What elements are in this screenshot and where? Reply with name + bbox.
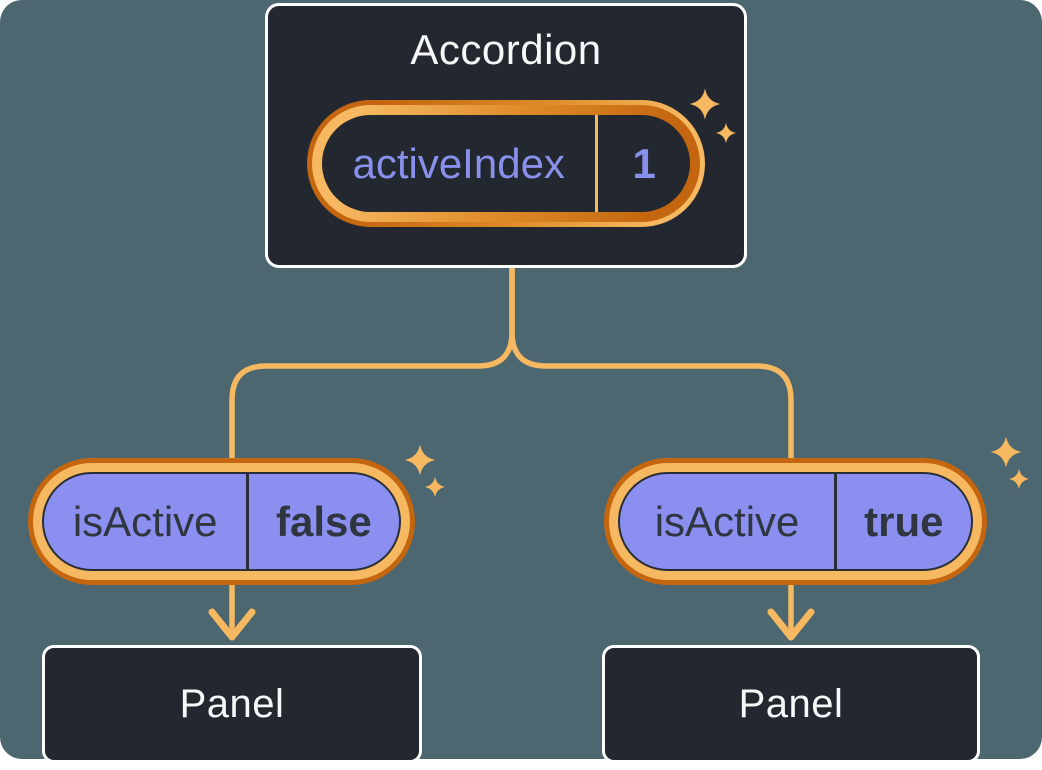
prop-pill-core: isActive true (618, 472, 973, 571)
prop-value: true (864, 497, 944, 545)
prop-pill-ring: isActive true (609, 463, 982, 580)
prop-pill-divider (834, 474, 837, 569)
prop-value: false (276, 497, 372, 545)
panel-title: Panel (179, 681, 285, 726)
prop-name: isActive (72, 497, 218, 545)
accordion-component-box: Accordion activeIndex 1 (265, 3, 747, 268)
accordion-title: Accordion (410, 26, 602, 73)
state-pill-divider (595, 115, 599, 212)
prop-pill-ring: isActive false (33, 463, 410, 580)
state-pill-ring: activeIndex 1 (312, 105, 700, 222)
state-pill-core: activeIndex 1 (322, 115, 690, 212)
panel-component-box-right: Panel (602, 645, 980, 763)
panel-component-box-left: Panel (42, 645, 422, 763)
prop-pill-left: isActive false (28, 458, 415, 585)
state-value: 1 (632, 139, 656, 187)
state-pill: activeIndex 1 (307, 100, 705, 227)
prop-pill-core: isActive false (42, 472, 401, 571)
panel-title: Panel (738, 681, 844, 726)
state-name: activeIndex (352, 139, 565, 187)
prop-pill-right: isActive true (604, 458, 987, 585)
prop-name: isActive (654, 497, 800, 545)
